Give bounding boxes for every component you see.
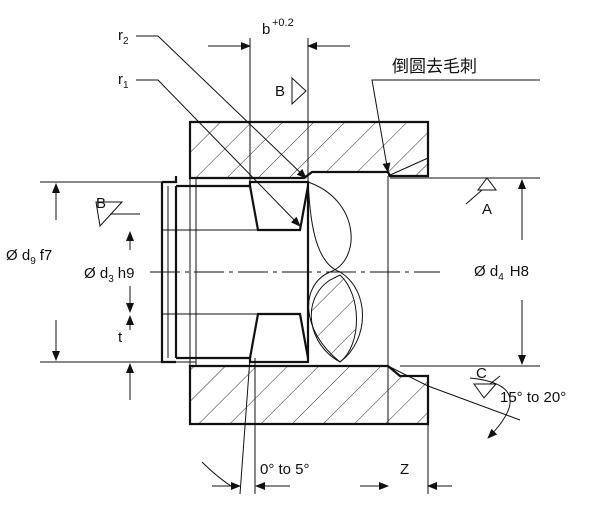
c-ref: C — [476, 365, 487, 382]
piston — [160, 176, 310, 364]
b-surface-ref: B — [275, 83, 285, 100]
b-tolerance: +0.2 — [272, 17, 294, 29]
b-label: b — [262, 21, 270, 38]
deburr-note: 倒圆去毛刺 — [392, 57, 477, 77]
r2-label: r2 — [118, 27, 129, 47]
angle-bottom-label: 0° to 5° — [260, 461, 310, 478]
housing-bottom — [188, 364, 430, 426]
z-label: Z — [400, 461, 409, 478]
t-label: t — [118, 329, 123, 346]
left-b-ref: B — [96, 195, 106, 212]
a-ref: A — [482, 201, 492, 218]
angle-top-label: 15° to 20° — [500, 389, 566, 406]
r1-label: r1 — [118, 71, 129, 91]
